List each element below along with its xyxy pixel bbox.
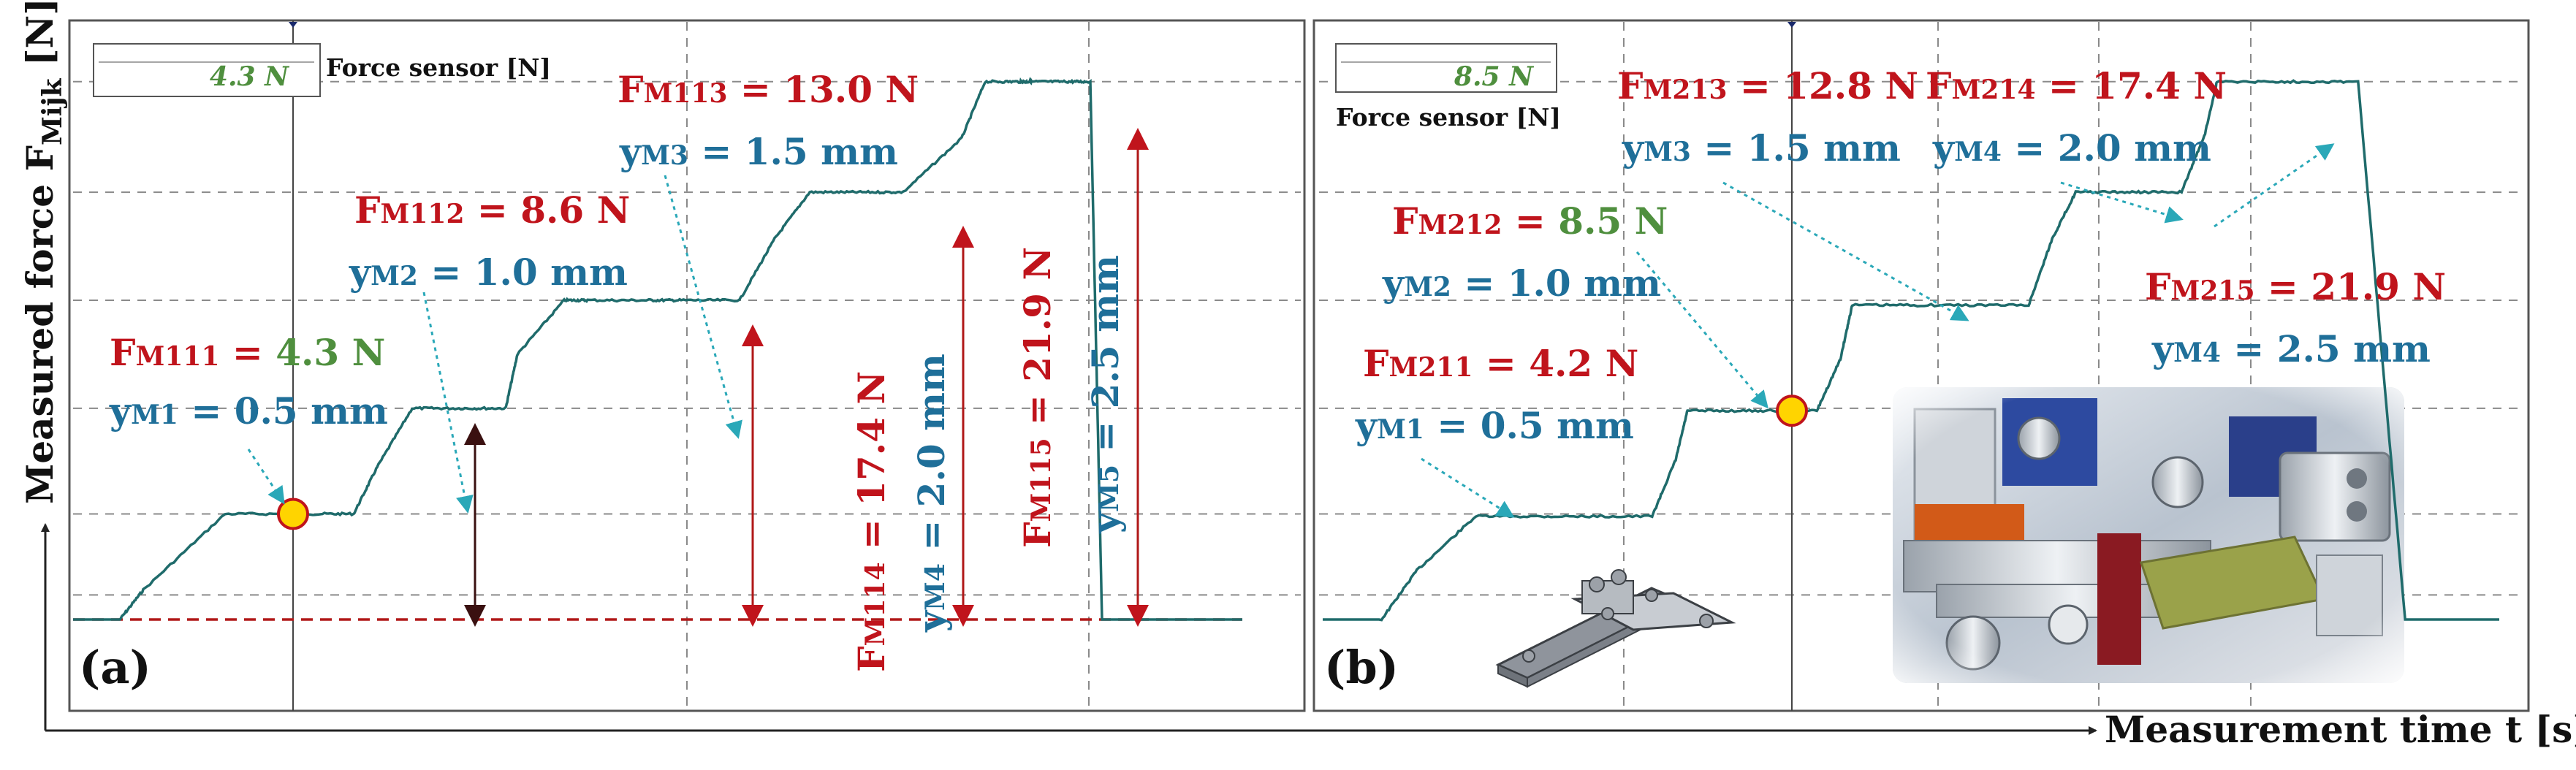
- y-axis-label-unit: [N]: [18, 0, 61, 79]
- panel-a-cursor-marker: [289, 22, 297, 28]
- y-axis-label-sub: Mijk: [37, 77, 68, 145]
- pointer-arrows: [247, 143, 2335, 518]
- panel-a-force-curve: [73, 76, 1242, 621]
- panel-a-disp-label-2: yM2 = 1.0 mm: [349, 251, 628, 294]
- panel-b-force-label-2: FM212 = 8.5 N: [1392, 199, 1668, 243]
- panel-b-sensor-value: 8.5 N: [1454, 61, 1535, 92]
- panel-a-cursor-point: [277, 498, 309, 530]
- annotations: FM111 = 4.3 N yM1 = 0.5 mm FM112 = 8.6 N yM…: [109, 64, 2446, 672]
- panel-b-force-label-1: FM211 = 4.2 N: [1363, 342, 1638, 385]
- panel-a-force-label-5: FM115 = 21.9 N: [1016, 247, 1059, 548]
- panel-b-sensor-readout: 8.5 N Force sensor [N]: [1335, 43, 1561, 131]
- panel-a-label: (a): [79, 641, 151, 694]
- panel-a-force-label-1: FM111 = 4.3 N: [110, 331, 385, 374]
- panel-a-sensor-readout: 4.3 N Force sensor [N]: [93, 43, 551, 97]
- panel-a-force-label-4: FM114 = 17.4 N: [850, 371, 893, 672]
- panel-b-disp-label-2: yM2 = 1.0 mm: [1382, 262, 1661, 305]
- panel-a-disp-label-3: yM3 = 1.5 mm: [619, 130, 898, 173]
- x-axis-label: Measurement time t [s]: [2105, 708, 2576, 751]
- panel-a-disp-label-1: yM1 = 0.5 mm: [109, 389, 388, 432]
- panel-a-sensor-value: 4.3 N: [210, 61, 290, 92]
- panel-b-force-label-3: FM213 = 12.8 N: [1617, 64, 1918, 107]
- panel-a-force-label-3: FM113 = 13.0 N: [618, 68, 919, 111]
- panel-b-cursor-point: [1776, 394, 1808, 427]
- panel-b-label: (b): [1324, 641, 1399, 694]
- panel-a-sensor-label: Force sensor [N]: [326, 53, 551, 82]
- panel-a-disp-label-5: yM5 = 2.5 mm: [1084, 255, 1127, 534]
- y-axis-label: Measured force FMijk [N]: [18, 0, 68, 504]
- panel-a-frame: [68, 19, 1306, 712]
- test-rig-photo: [1893, 387, 2404, 683]
- panel-b-sensor-label: Force sensor [N]: [1336, 103, 1561, 131]
- panel-b-cursor-marker: [1787, 22, 1796, 28]
- panel-a-force-label-2: FM112 = 8.6 N: [354, 188, 630, 232]
- panel-b-force-curve: [1323, 79, 2499, 622]
- panel-b-disp-label-4: yM4 = 2.0 mm: [1932, 126, 2211, 169]
- panel-b-disp-label-3: yM3 = 1.5 mm: [1622, 126, 1901, 169]
- panel-b-force-label-4: FM214 = 17.4 N: [1926, 64, 2227, 107]
- panel-b-force-label-5: FM215 = 21.9 N: [2145, 265, 2446, 308]
- panel-b-disp-label-5: yM4 = 2.5 mm: [2151, 327, 2431, 370]
- panel-a-disp-label-4: yM4 = 2.0 mm: [910, 354, 953, 633]
- y-axis-label-main: Measured force F: [18, 145, 61, 504]
- bracket-drawing: [1495, 569, 1736, 688]
- panel-b-disp-label-1: yM1 = 0.5 mm: [1355, 404, 1634, 447]
- panel-b-frame: [1312, 19, 2530, 712]
